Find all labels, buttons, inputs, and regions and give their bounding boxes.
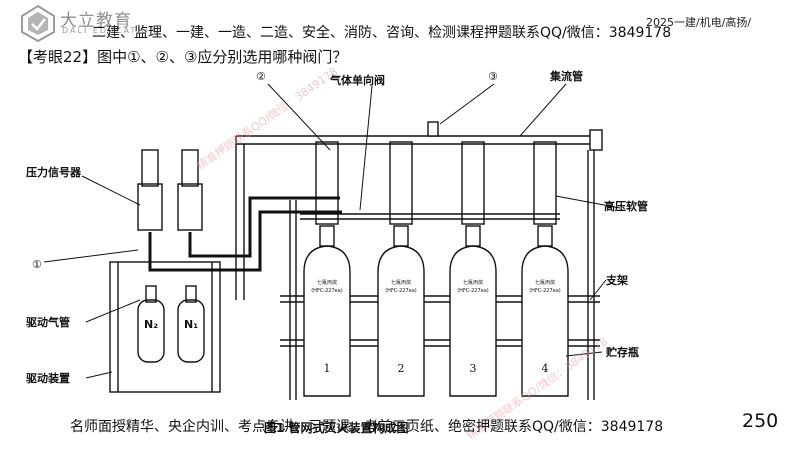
drive-gas-pipe-label: 驱动气管	[26, 315, 70, 329]
manifold-label: 集流管	[549, 69, 583, 83]
gas-check-valve-label: 气体单向阀	[329, 73, 385, 87]
cylinder-label-4: 七氟丙烷	[535, 279, 555, 286]
n1-label: N₁	[184, 318, 198, 331]
cylinder-2	[377, 141, 425, 397]
figure-caption: 图1 管网式灭火装置构成图	[264, 420, 409, 435]
cylinders	[303, 141, 569, 397]
footer-text: 名师面授精华、央企内训、考点专讲、习题课、考前三页纸、绝密押题联系QQ/微信：3…	[70, 419, 664, 435]
cylinder-label-3: 七氟丙烷	[463, 279, 483, 286]
logo-emblem-icon	[21, 4, 55, 42]
fire-suppression-diagram: 七氟丙烷 (HFC-227ea) 七氟丙烷 (HFC-227ea) 七氟丙烷 (…	[26, 64, 648, 442]
brand-name: 大立教育	[60, 11, 132, 31]
question-title: 【考眼22】图中①、②、③应分别选用哪种阀门？	[18, 48, 348, 66]
cylinder-label-4b: (HFC-227ea)	[529, 288, 561, 294]
n2-label: N₂	[144, 318, 158, 331]
cylinder-label-2: 七氟丙烷	[391, 279, 411, 286]
cylinder-number-2: 2	[398, 362, 405, 375]
brand-subtitle: DALI EDUCATION	[62, 26, 158, 35]
cylinder-label-1: 七氟丙烷	[317, 279, 337, 286]
cylinder-label-1b: (HFC-227ea)	[311, 288, 343, 294]
manifold-pipe	[236, 135, 596, 145]
promo-line: 二建、监理、一建、一造、二造、安全、消防、咨询、检测课程押题联系QQ/微信：38…	[92, 25, 672, 41]
cylinder-3	[449, 141, 497, 397]
cylinder-number-1: 1	[324, 362, 331, 375]
cylinder-label-2b: (HFC-227ea)	[385, 288, 417, 294]
marker-2-label: ②	[256, 70, 266, 83]
cylinder-4	[521, 141, 569, 397]
marker-3-label: ③	[488, 70, 498, 83]
support-label: 支架	[605, 273, 628, 287]
pressure-switch-label: 压力信号器	[26, 165, 82, 179]
storage-bottle-label: 贮存瓶	[605, 345, 639, 359]
drive-device-label: 驱动装置	[26, 371, 70, 385]
manifold-riser	[235, 136, 245, 300]
drive-box	[109, 261, 221, 393]
cylinder-label-3b: (HFC-227ea)	[457, 288, 489, 294]
watermark-1: 精准押题联系QQ/微信：3849178	[194, 64, 340, 172]
high-pressure-hose-label: 高压软管	[604, 199, 648, 213]
course-tag: 2025一建/机电/高扬/	[646, 16, 752, 29]
marker-1-label: ①	[32, 258, 42, 271]
cylinder-1	[303, 141, 351, 397]
brand-logo	[21, 4, 55, 42]
cylinder-number-3: 3	[470, 362, 477, 375]
cylinder-number-4: 4	[542, 362, 549, 375]
page-number: 250	[742, 410, 779, 432]
